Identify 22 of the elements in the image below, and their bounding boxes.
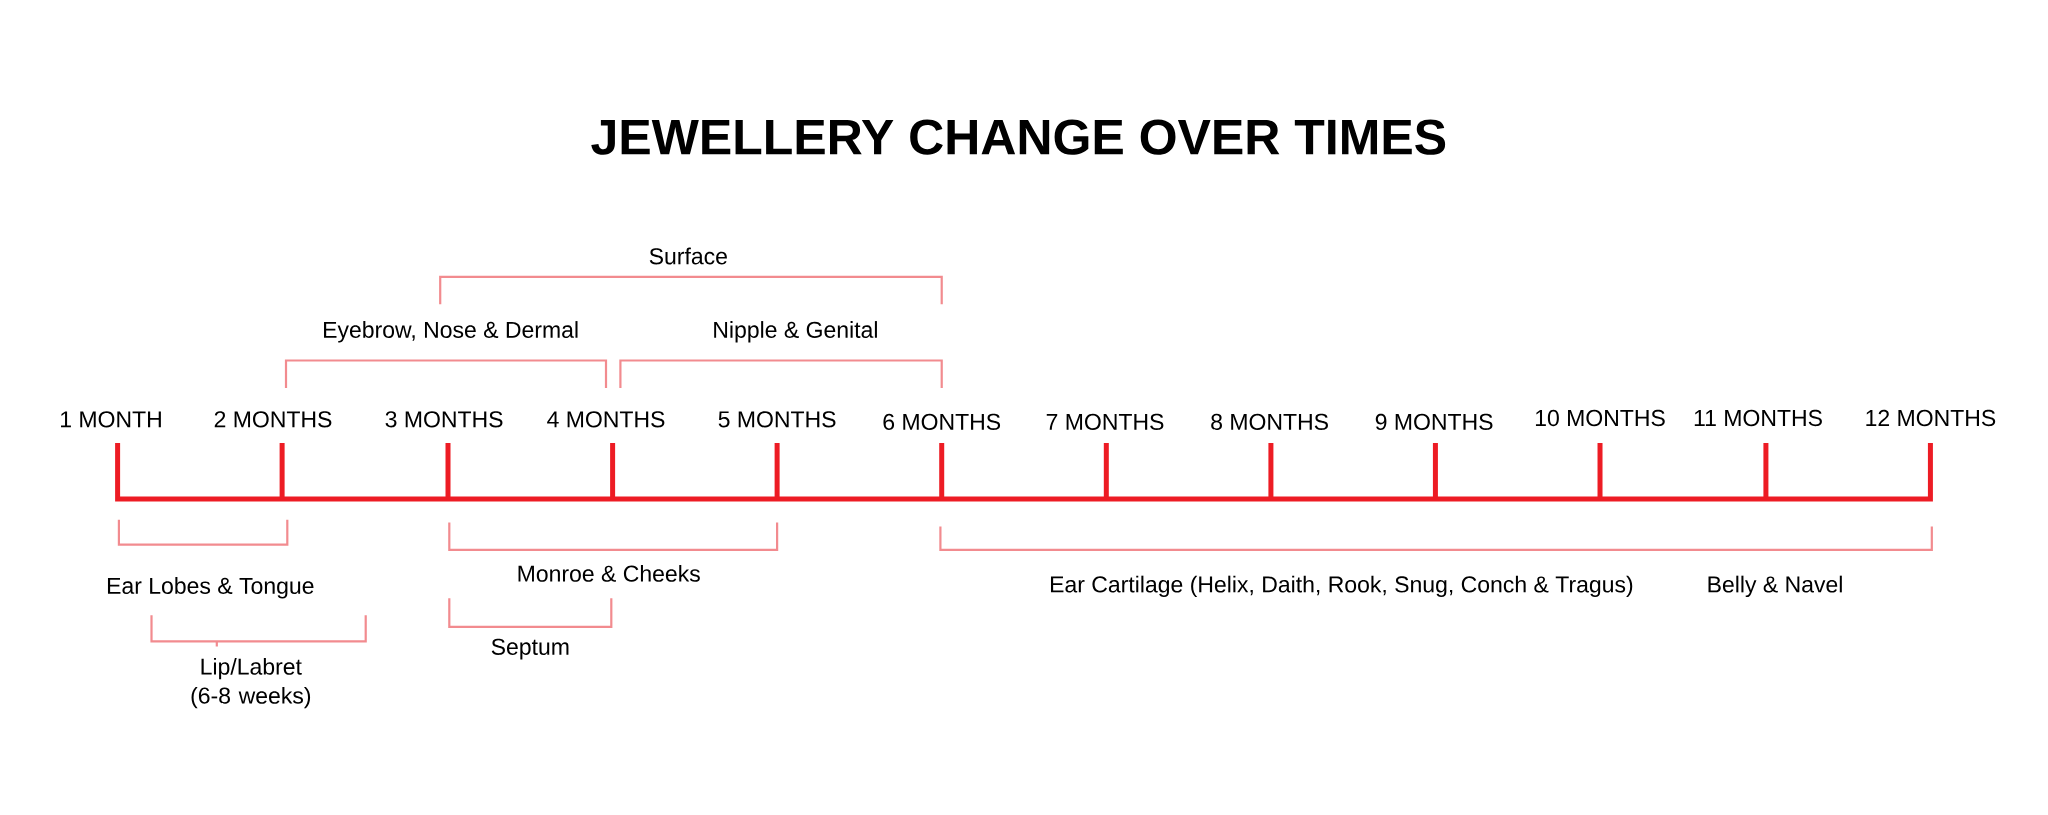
bracket-label: Ear Lobes & Tongue: [108, 577, 314, 599]
month-label: 8 MONTHS: [1211, 413, 1328, 431]
month-label: 11 MONTHS: [1694, 409, 1822, 427]
month-label: 10 MONTHS: [1535, 409, 1665, 427]
bracket-label: Eyebrow, Nose & Dermal: [324, 321, 578, 343]
month-label: 7 MONTHS: [1046, 413, 1164, 431]
bracket-label: Nipple & Genital: [714, 321, 877, 343]
month-label: 1 MONTH: [61, 411, 161, 428]
month-label: 12 MONTHS: [1866, 409, 1996, 427]
month-label: 4 MONTHS: [547, 411, 665, 428]
month-label: 3 MONTHS: [385, 411, 503, 428]
title: JEWELLERY CHANGE OVER TIMES: [591, 119, 1446, 155]
bracket-label: Septum: [491, 638, 569, 660]
month-label: 5 MONTHS: [718, 411, 836, 428]
bracket-label: Surface: [649, 247, 727, 265]
bracket-label: Monroe & Cheeks: [518, 564, 700, 582]
bracket-label: Belly & Navel: [1708, 575, 1842, 598]
bracket-label: Ear Cartilage (Helix, Daith, Rook, Snug, Conch & Tragus): [1051, 575, 1633, 598]
month-label: 9 MONTHS: [1375, 413, 1493, 431]
month-label: 2 MONTHS: [214, 411, 332, 428]
month-label: 6 MONTHS: [883, 413, 1001, 431]
bracket-label: Lip/Labret (6-8 weeks): [191, 657, 311, 709]
